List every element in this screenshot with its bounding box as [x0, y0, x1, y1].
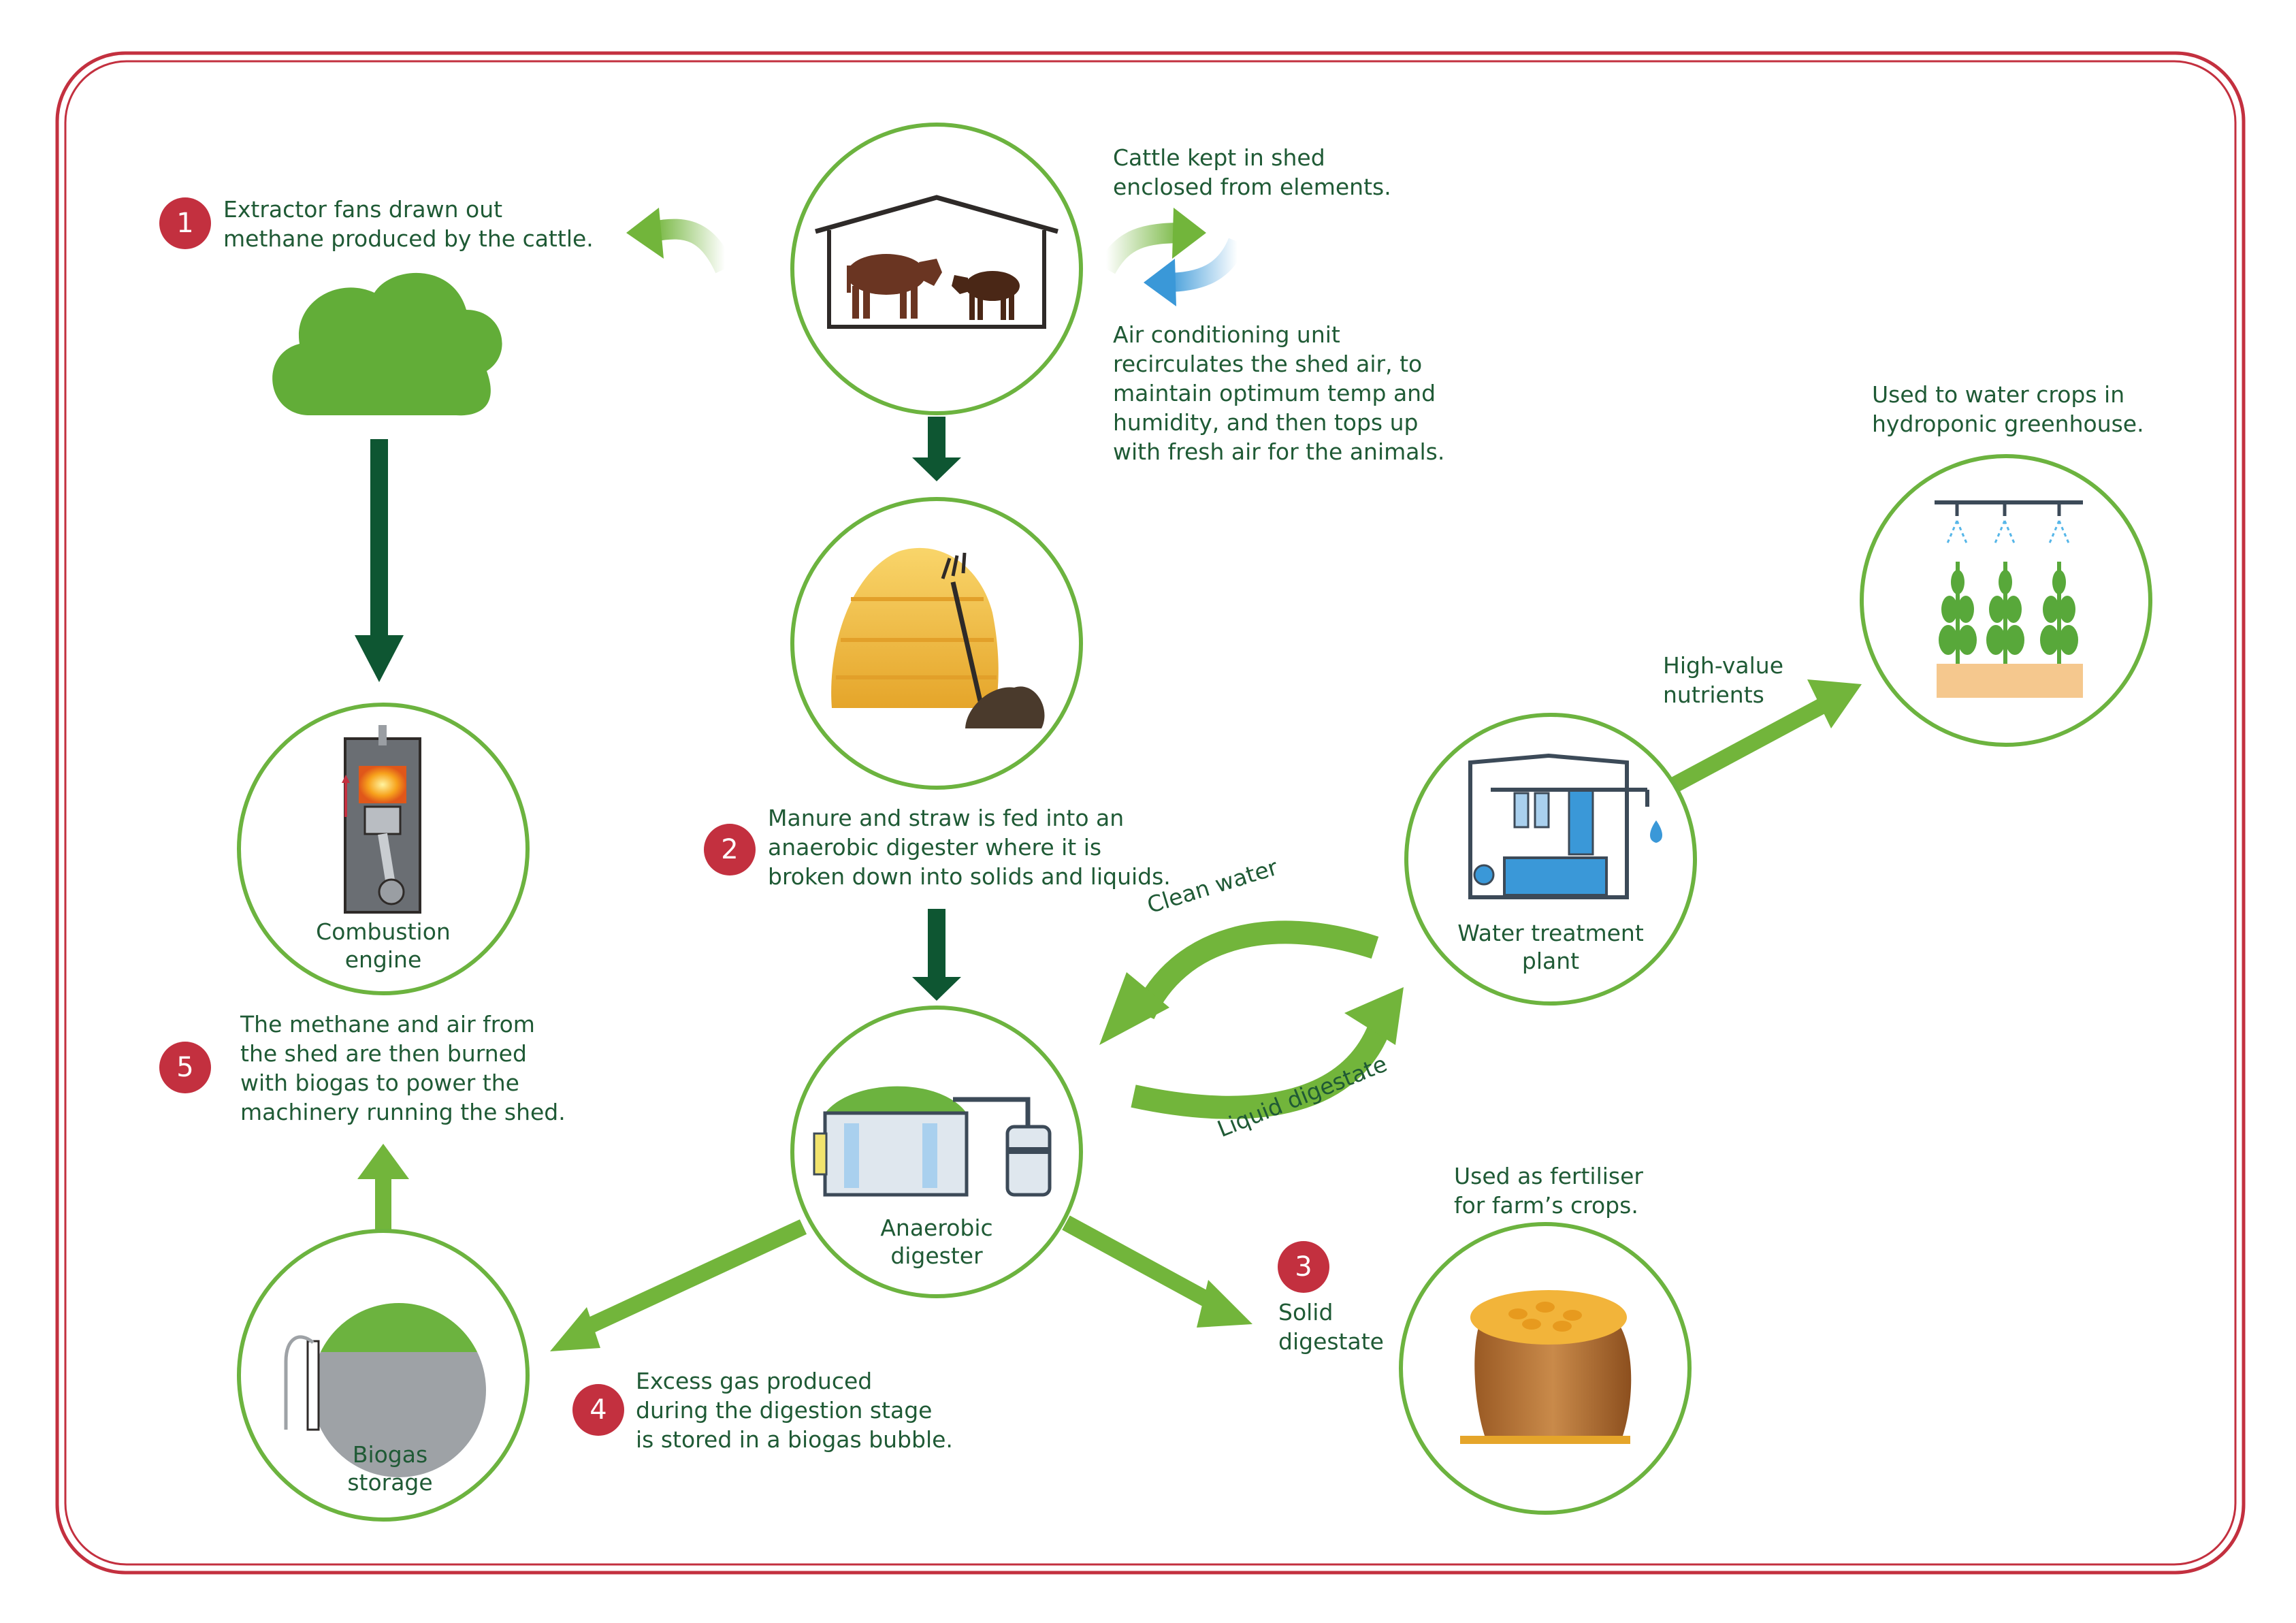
biogas-caption-line-2: storage	[347, 1469, 433, 1496]
air-note-line-5: with fresh air for the animals.	[1113, 438, 1445, 465]
hydroponic-note: Used to water crops in hydroponic greenh…	[1872, 380, 2144, 438]
step-2-line-3: broken down into solids and liquids.	[768, 863, 1171, 890]
step-5-line-2: the shed are then burned	[240, 1040, 527, 1067]
cattle-note-line-1: Cattle kept in shed	[1113, 144, 1325, 171]
hydroponic-crops-icon	[1935, 500, 2083, 698]
step-5-line-3: with biogas to power the	[240, 1070, 519, 1096]
arrow-biogas-to-engine	[357, 1144, 409, 1235]
digester-caption-line-1: Anaerobic	[880, 1215, 993, 1241]
nutrients-note: High-value nutrients	[1663, 651, 1783, 709]
step-2-line-1: Manure and straw is fed into an	[768, 805, 1125, 831]
hydroponic-note-line-2: hydroponic greenhouse.	[1872, 411, 2144, 437]
step-1-badge: 1	[159, 197, 211, 249]
methane-out-arrow	[626, 208, 734, 274]
hydroponic-note-line-1: Used to water crops in	[1872, 381, 2125, 408]
step-3-line-1: Solid	[1278, 1299, 1333, 1325]
arrow-clean-water	[1099, 920, 1379, 1045]
anaerobic-digester-icon	[813, 1086, 1052, 1197]
arrow-water-to-greenhouse	[1668, 679, 1862, 794]
step-4-line-3: is stored in a biogas bubble.	[636, 1426, 953, 1453]
fertiliser-note: Used as fertiliser for farm’s crops.	[1454, 1161, 1643, 1220]
water-caption-line-2: plant	[1521, 948, 1580, 974]
step-1-line-2: methane produced by the cattle.	[223, 225, 594, 252]
recirculated-air-arrow	[1144, 238, 1246, 306]
nutrients-note-line-1: High-value	[1663, 652, 1784, 679]
step-1-text: Extractor fans drawn out methane produce…	[223, 195, 594, 253]
outer-frame	[55, 51, 2246, 1575]
engine-caption-line-1: Combustion	[316, 918, 451, 945]
air-note-line-3: maintain optimum temp and	[1113, 380, 1436, 406]
fertiliser-note-line-2: for farm’s crops.	[1454, 1192, 1638, 1219]
hay-stack-pitchfork-icon	[831, 547, 1045, 728]
arrow-shed-to-manure	[912, 417, 961, 481]
air-note-line-2: recirculates the shed air, to	[1113, 351, 1423, 377]
step-2-text: Manure and straw is fed into an anaerobi…	[768, 803, 1171, 891]
arrow-manure-to-digester	[912, 909, 961, 1001]
fresh-air-in-arrow	[1097, 208, 1206, 274]
step-2-line-2: anaerobic digester where it is	[768, 834, 1102, 861]
arrow-digester-to-solid	[1062, 1215, 1252, 1328]
step-4-text: Excess gas produced during the digestion…	[636, 1366, 953, 1454]
engine-caption-line-2: engine	[344, 946, 422, 973]
arrow-digester-to-biogas	[550, 1219, 807, 1351]
engine-caption: Combustion engine	[295, 918, 472, 974]
step-5-badge: 5	[159, 1042, 211, 1093]
step-2-badge: 2	[704, 824, 756, 875]
digester-caption-line-2: digester	[890, 1242, 983, 1269]
cattle-shed-icon	[815, 195, 1058, 329]
step-4-line-1: Excess gas produced	[636, 1368, 873, 1394]
step-3-line-2: digestate	[1278, 1328, 1384, 1355]
step-3-text: Solid digestate	[1278, 1298, 1384, 1356]
step-1-line-1: Extractor fans drawn out	[223, 196, 503, 223]
grain-sack-icon	[1460, 1290, 1632, 1444]
nutrients-note-line-2: nutrients	[1663, 681, 1764, 708]
step-5-line-1: The methane and air from	[240, 1011, 535, 1038]
water-caption: Water treatment plant	[1442, 919, 1660, 975]
air-conditioning-note: Air conditioning unit recirculates the s…	[1113, 320, 1444, 466]
water-caption-line-1: Water treatment	[1457, 920, 1644, 946]
step-4-badge: 4	[572, 1384, 624, 1436]
biogas-caption-line-1: Biogas	[352, 1441, 428, 1468]
cattle-note: Cattle kept in shed enclosed from elemen…	[1113, 143, 1391, 202]
arrow-cloud-to-engine	[355, 439, 404, 682]
methane-cloud-icon	[272, 272, 502, 416]
step-5-text: The methane and air from the shed are th…	[240, 1010, 566, 1127]
step-4-line-2: during the digestion stage	[636, 1397, 933, 1424]
biogas-caption: Biogas storage	[308, 1441, 472, 1496]
air-note-line-4: humidity, and then tops up	[1113, 409, 1419, 436]
step-5-line-4: machinery running the shed.	[240, 1099, 566, 1125]
fertiliser-note-line-1: Used as fertiliser	[1454, 1163, 1643, 1189]
combustion-engine-icon	[342, 725, 421, 914]
digester-caption: Anaerobic digester	[855, 1214, 1018, 1270]
air-note-line-1: Air conditioning unit	[1113, 321, 1340, 348]
cattle-note-line-2: enclosed from elements.	[1113, 174, 1391, 200]
arrow-liquid-digestate	[1131, 987, 1404, 1119]
water-treatment-plant-icon	[1468, 753, 1662, 899]
step-3-badge: 3	[1278, 1241, 1329, 1293]
